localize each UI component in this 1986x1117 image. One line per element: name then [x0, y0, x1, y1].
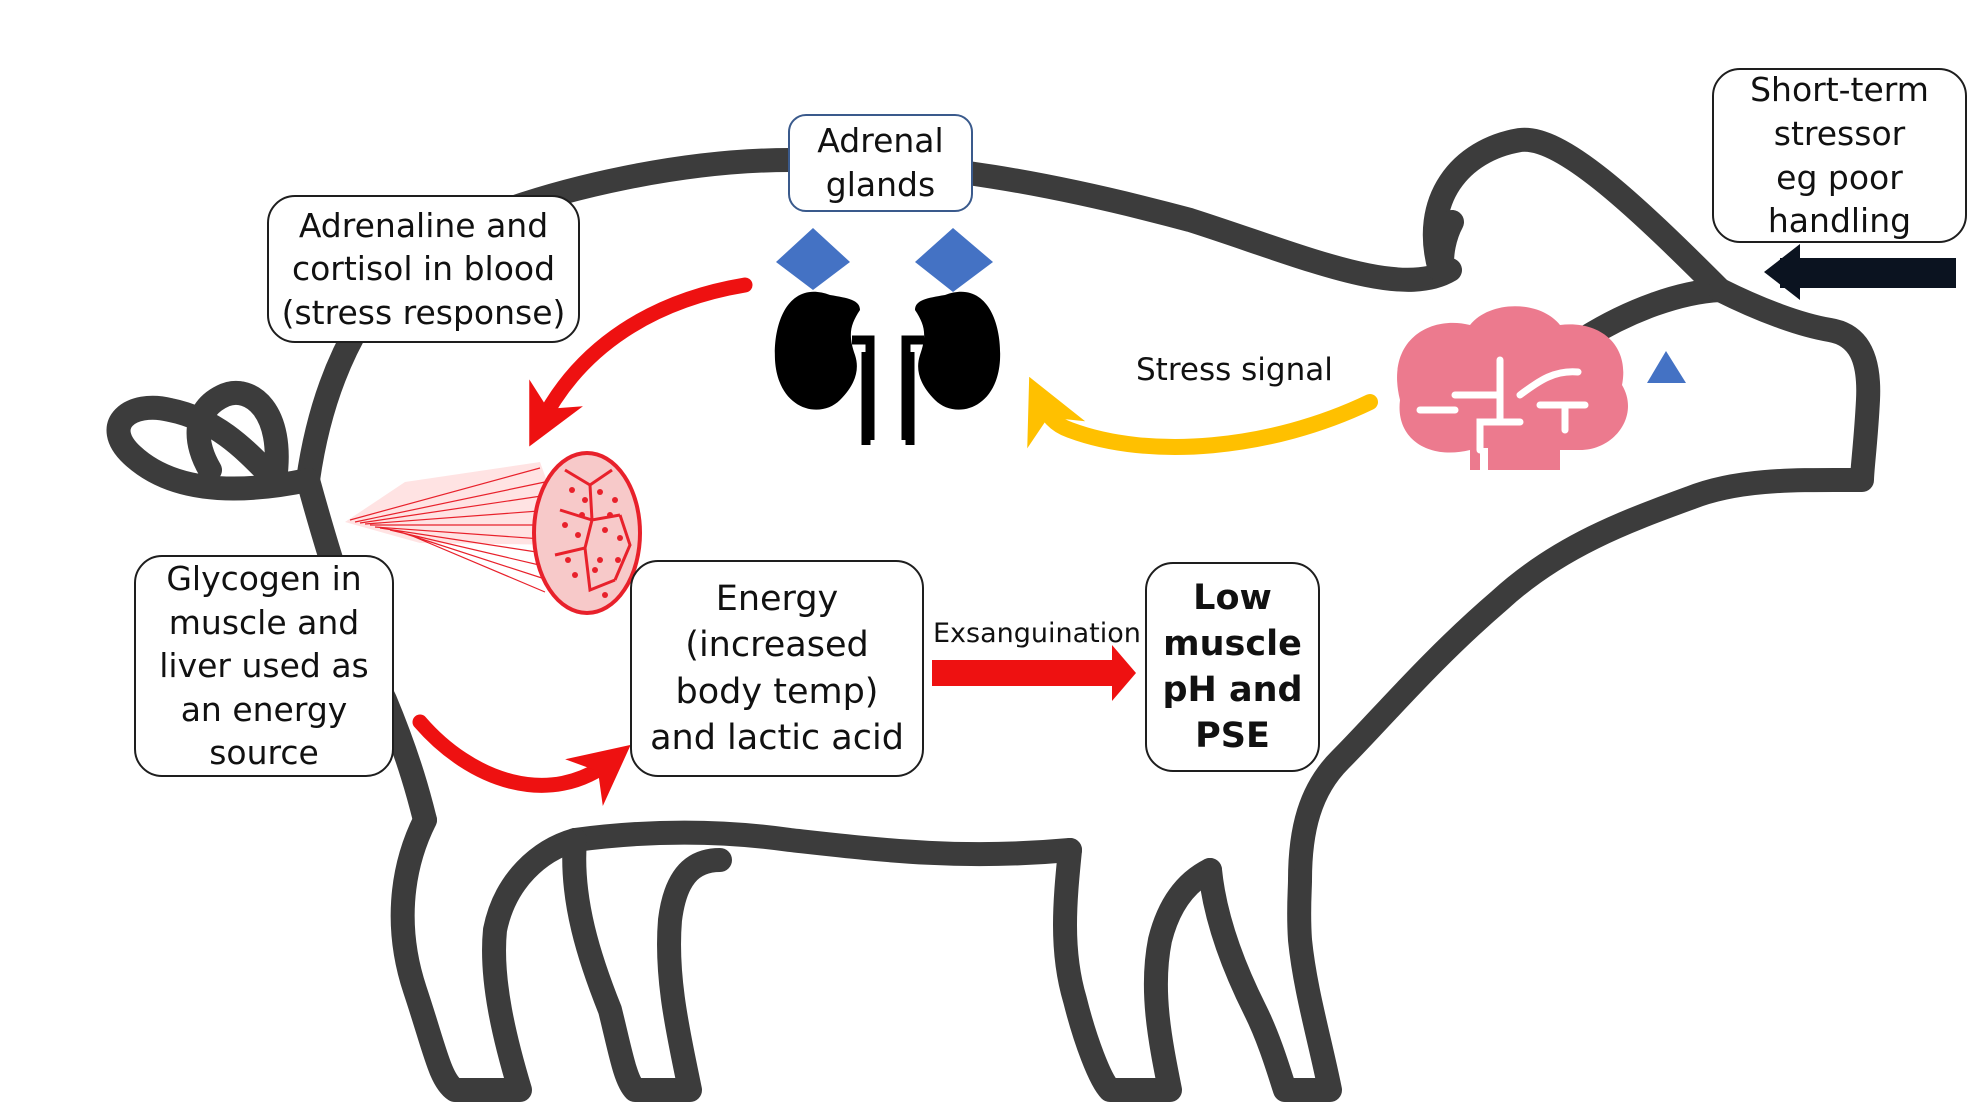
kidneys-icon [774, 291, 1001, 445]
muscle-fibre-icon [345, 451, 642, 615]
exsanguination-label: Exsanguination [933, 618, 1141, 649]
energy-box: Energy (increased body temp) and lactic … [630, 560, 924, 777]
short-term-stressor-text: Short-term stressor eg poor handling [1750, 70, 1929, 241]
pig-front-leg-inner [1198, 858, 1342, 1102]
pig-tail [106, 380, 320, 501]
low-muscle-ph-box: Low muscle pH and PSE [1145, 562, 1320, 772]
pig-ear [1422, 127, 1732, 302]
exsanguination-arrow [932, 645, 1136, 701]
stressor-arrow [1764, 244, 1956, 300]
stress-signal-arrow [1027, 376, 1378, 455]
red-arrow-glycogen-to-energy [412, 714, 631, 806]
triangle-icon [1647, 351, 1686, 383]
glycogen-box: Glycogen in muscle and liver used as an … [134, 555, 394, 777]
brain-icon [1397, 306, 1628, 472]
pig-snout-line [1573, 278, 1732, 350]
pig-back-leg-inner [562, 828, 732, 1102]
adrenaline-cortisol-box: Adrenaline and cortisol in blood (stress… [267, 195, 580, 343]
stress-signal-label: Stress signal [1136, 352, 1333, 388]
adrenaline-cortisol-text: Adrenaline and cortisol in blood (stress… [281, 205, 566, 332]
glycogen-text: Glycogen in muscle and liver used as an … [159, 559, 369, 773]
adrenal-gland-icon [776, 228, 850, 290]
short-term-stressor-box: Short-term stressor eg poor handling [1712, 68, 1967, 243]
pig-ear-inner [1430, 210, 1464, 284]
adrenal-glands-text: Adrenal glands [817, 121, 944, 204]
red-arrow-to-muscle [529, 277, 753, 447]
pig-belly [563, 820, 1082, 867]
pig-front-leg [1053, 838, 1222, 1102]
energy-text: Energy (increased body temp) and lactic … [650, 579, 904, 758]
low-muscle-ph-text: Low muscle pH and PSE [1162, 577, 1303, 757]
pig-head [1288, 278, 1881, 892]
adrenal-glands-box: Adrenal glands [788, 114, 973, 212]
adrenal-gland-icon [915, 228, 993, 292]
pig-back-leg [390, 808, 587, 1102]
